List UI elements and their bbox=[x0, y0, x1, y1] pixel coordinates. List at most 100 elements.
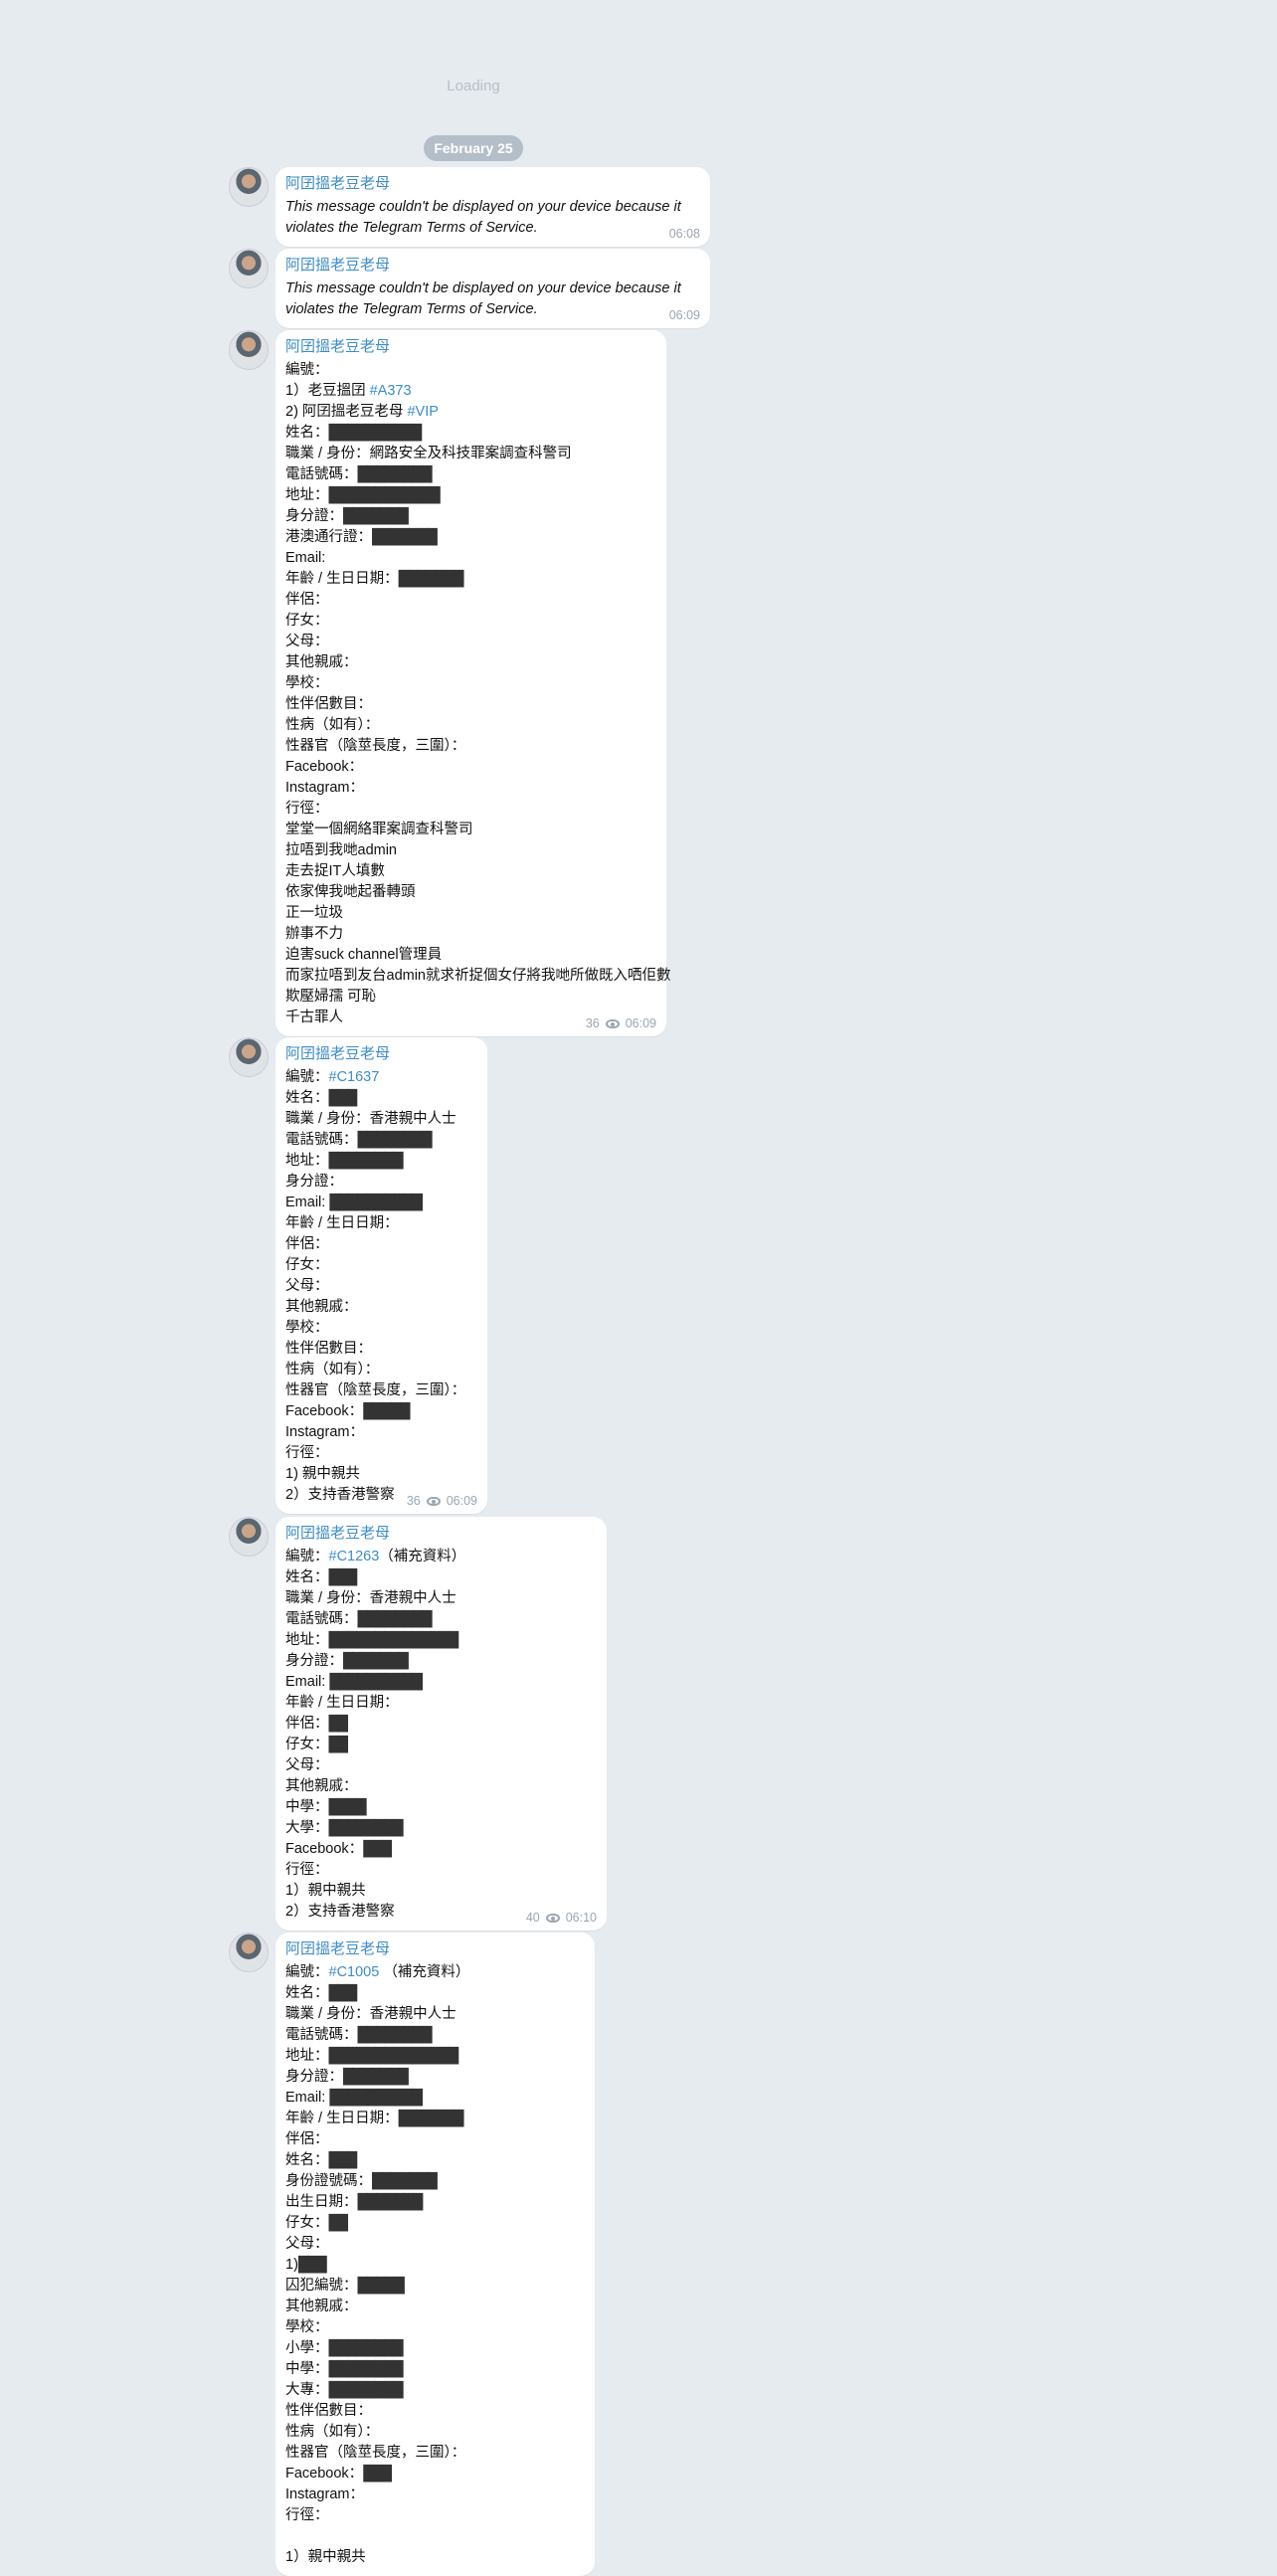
redacted-value: ████████ bbox=[328, 2340, 404, 2356]
text: 身分證： bbox=[285, 1174, 343, 1190]
message-line: 其他親戚： bbox=[285, 652, 655, 673]
text: 伴侶： bbox=[285, 1716, 329, 1732]
avatar[interactable] bbox=[229, 249, 269, 288]
sender-name[interactable]: 阿囝搵老豆老母 bbox=[285, 1525, 391, 1542]
text: 而家拉唔到友台admin就求祈捉個女仔將我哋所做既入哂佢數 bbox=[285, 968, 671, 984]
message-line: 電話號碼：████████ bbox=[285, 2025, 584, 2046]
message-bubble: 阿囝搵老豆老母 This message couldn't be displaye… bbox=[275, 167, 710, 247]
message-line: 港澳通行證：███████ bbox=[285, 527, 655, 548]
text: 編號： bbox=[285, 1069, 329, 1085]
hashtag-link[interactable]: #A373 bbox=[369, 383, 412, 399]
text: 仔女： bbox=[285, 1737, 329, 1752]
message-line: 堂堂一個網絡罪案調查科警司 bbox=[285, 820, 655, 840]
text: 正一垃圾 bbox=[285, 905, 343, 921]
text: 港澳通行證： bbox=[285, 529, 372, 545]
hashtag-link[interactable]: #VIP bbox=[407, 404, 439, 420]
sender-name[interactable]: 阿囝搵老豆老母 bbox=[285, 175, 391, 192]
avatar[interactable] bbox=[229, 1517, 269, 1557]
message-line: 父母： bbox=[285, 1276, 476, 1297]
text: 性器官（陰莖長度，三圍）： bbox=[285, 738, 466, 754]
avatar[interactable] bbox=[229, 1932, 269, 1972]
message-line: 姓名：███ bbox=[285, 1088, 476, 1109]
text: 中學： bbox=[285, 2361, 329, 2377]
message-line: Instagram： bbox=[285, 2484, 584, 2505]
message-line: 行徑： bbox=[285, 1860, 596, 1881]
text: 父母： bbox=[285, 2236, 329, 2252]
message-line: 其他親戚： bbox=[285, 1297, 476, 1318]
text: 身分證： bbox=[285, 2069, 343, 2085]
text: 伴侶： bbox=[285, 592, 329, 608]
message-line: Email: ██████████ bbox=[285, 1672, 596, 1693]
text: 迫害suck channel管理員 bbox=[285, 947, 443, 963]
message-line: 伴侶： bbox=[285, 590, 655, 611]
text: Facebook： bbox=[285, 2466, 364, 2482]
text: 伴侶： bbox=[285, 1236, 329, 1252]
message-line: 行徑： bbox=[285, 2505, 584, 2526]
hashtag-link[interactable]: #C1005 bbox=[328, 1964, 380, 1980]
message-meta: 06:09 bbox=[669, 308, 700, 322]
message-line: 父母： bbox=[285, 2234, 584, 2255]
text: Instagram： bbox=[285, 1424, 364, 1440]
redacted-value: ███ bbox=[328, 1090, 358, 1106]
message-bubble: 阿囝搵老豆老母編號：#C1263（補充資料）姓名：███職業 / 身份：香港親中… bbox=[275, 1517, 607, 1931]
text: This message couldn't be displayed on yo… bbox=[285, 199, 681, 215]
message-line: 地址：██████████████ bbox=[285, 2046, 584, 2067]
sender-name[interactable]: 阿囝搵老豆老母 bbox=[285, 257, 391, 274]
text: 仔女： bbox=[285, 613, 329, 629]
sender-name[interactable]: 阿囝搵老豆老母 bbox=[285, 338, 391, 355]
message-line: 地址：██████████████ bbox=[285, 1630, 596, 1651]
hashtag-link[interactable]: #C1263 bbox=[328, 1549, 380, 1564]
text: Facebook： bbox=[285, 1841, 364, 1857]
eye-icon bbox=[605, 1018, 620, 1028]
message-line: 2) 阿囝搵老豆老母 #VIP bbox=[285, 402, 655, 423]
message-line: 正一垃圾 bbox=[285, 903, 655, 924]
text: 姓名： bbox=[285, 1985, 329, 2001]
text: 囚犯編號： bbox=[285, 2278, 358, 2294]
message-line: 伴侶： bbox=[285, 1234, 476, 1255]
text: 1）老豆搵囝 bbox=[285, 383, 370, 399]
redacted-value: ██████████ bbox=[329, 1195, 423, 1210]
view-count: 36 bbox=[585, 1016, 600, 1030]
avatar[interactable] bbox=[229, 1037, 269, 1077]
sender-name[interactable]: 阿囝搵老豆老母 bbox=[285, 1045, 391, 1062]
message-line: 職業 / 身份：香港親中人士 bbox=[285, 1109, 476, 1130]
text: 性器官（陰莖長度，三圍）： bbox=[285, 2445, 466, 2461]
view-count: 40 bbox=[525, 1911, 540, 1925]
redacted-value: █████ bbox=[363, 1403, 410, 1419]
message-line: 年齡 / 生日日期：███████ bbox=[285, 2109, 584, 2129]
text: 1）親中親共 bbox=[285, 1883, 366, 1899]
text: 其他親戚： bbox=[285, 654, 358, 670]
redacted-value: ████████ bbox=[328, 2361, 404, 2377]
text: 出生日期： bbox=[285, 2194, 358, 2210]
message-line: 性伴侶數目： bbox=[285, 2401, 584, 2422]
timestamp: 06:09 bbox=[668, 308, 700, 322]
text: 小學： bbox=[285, 2340, 329, 2356]
message-line: 囚犯編號：█████ bbox=[285, 2276, 584, 2297]
text: Instagram： bbox=[285, 780, 364, 796]
eye-icon bbox=[426, 1496, 441, 1506]
redacted-value: ████████ bbox=[328, 1153, 404, 1169]
redacted-value: ██ bbox=[328, 1737, 349, 1752]
message-line: 2）支持香港警察 bbox=[285, 1902, 596, 1923]
message-line: 其他親戚： bbox=[285, 2297, 584, 2317]
text: 年齡 / 生日日期： bbox=[285, 571, 399, 587]
avatar[interactable] bbox=[229, 167, 269, 207]
text: 2) 阿囝搵老豆老母 bbox=[285, 404, 408, 420]
text: 學校： bbox=[285, 1320, 329, 1336]
text: 身分證： bbox=[285, 508, 343, 524]
message-line: 小學：████████ bbox=[285, 2338, 584, 2359]
redacted-value: ██ bbox=[328, 2215, 349, 2231]
sender-name[interactable]: 阿囝搵老豆老母 bbox=[285, 1940, 391, 1957]
redacted-value: ████████ bbox=[328, 2382, 404, 2398]
message-line: 性伴侶數目： bbox=[285, 694, 655, 715]
message-line: 1)███ bbox=[285, 2255, 584, 2276]
text: 電話號碼： bbox=[285, 466, 358, 482]
hashtag-link[interactable]: #C1637 bbox=[328, 1069, 380, 1085]
redacted-value: ███████ bbox=[343, 1653, 409, 1669]
avatar[interactable] bbox=[229, 330, 269, 370]
text: 其他親戚： bbox=[285, 1778, 358, 1794]
text: 父母： bbox=[285, 1757, 329, 1773]
message-line: Email: bbox=[285, 548, 655, 569]
text: 其他親戚： bbox=[285, 2299, 358, 2314]
